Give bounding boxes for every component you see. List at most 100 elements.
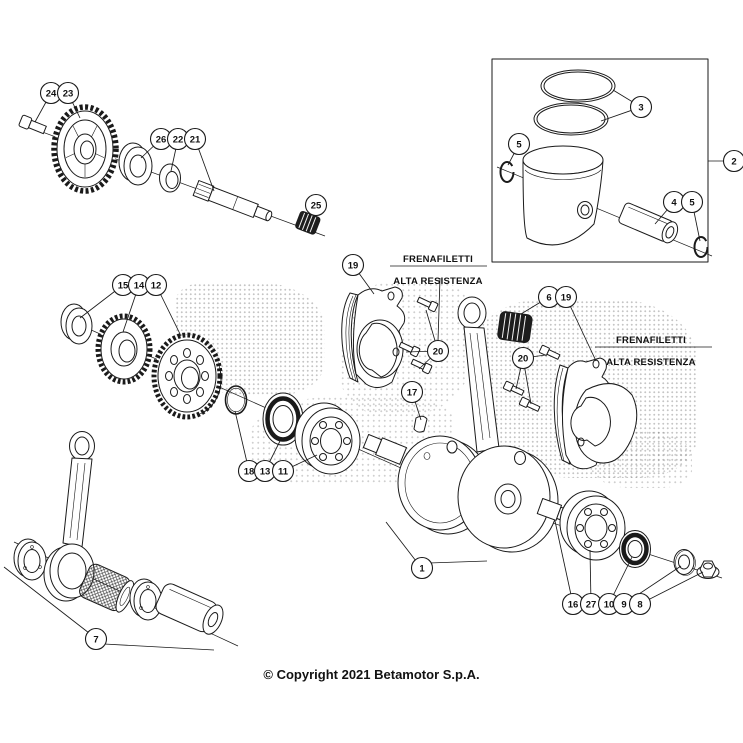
- bolt: [398, 341, 421, 358]
- bolt: [502, 380, 525, 396]
- main-bearing: [559, 490, 626, 561]
- callout-20: 20: [405, 309, 450, 370]
- callout-12: 12: [144, 273, 182, 337]
- callout-number: 6: [546, 292, 551, 303]
- callout-circle: [511, 346, 535, 370]
- callout-number: 22: [173, 134, 184, 145]
- callout-number: 27: [586, 599, 597, 610]
- callout-number: 8: [637, 599, 642, 610]
- callout-circle: [629, 95, 653, 119]
- copyright-text: © Copyright 2021 Betamotor S.p.A.: [263, 667, 480, 682]
- callout-circle: [628, 592, 652, 616]
- callout-circle: [410, 556, 434, 580]
- callout-number: 7: [93, 634, 98, 645]
- callout-19: 19: [554, 285, 597, 362]
- needle-bearing: [497, 311, 533, 344]
- note-line1: FRENAFILETTI: [403, 254, 473, 265]
- callout-5: 5: [507, 132, 531, 166]
- main-bearing: [294, 402, 361, 475]
- callout-circle: [56, 81, 80, 105]
- bearing: [118, 142, 153, 186]
- callout-23: 23: [56, 81, 81, 119]
- leader-line: [565, 296, 597, 362]
- callout-number: 9: [621, 599, 626, 610]
- balance-drive-assembly: [18, 104, 321, 235]
- callout-number: 18: [244, 466, 255, 477]
- callout-number: 17: [407, 387, 418, 398]
- circlip: [693, 236, 709, 258]
- leader-line: [3, 566, 90, 634]
- needle-cage: [79, 563, 135, 613]
- callout-number: 1: [419, 563, 425, 574]
- callout-19: 19: [341, 253, 375, 295]
- piston-kit: [491, 58, 709, 263]
- callout-circle: [722, 149, 743, 173]
- callout-3: 3: [600, 89, 653, 122]
- balance-shaft: [192, 180, 273, 222]
- callout-5: 5: [680, 190, 704, 242]
- primary-drive-gear: [51, 104, 119, 194]
- callout-number: 26: [156, 134, 167, 145]
- callout-number: 5: [516, 139, 522, 150]
- counterweight-right: [553, 357, 638, 470]
- callout-number: 10: [604, 599, 615, 610]
- callout-21: 21: [183, 127, 215, 192]
- callout-26: 26: [140, 127, 173, 159]
- connecting-rod: [43, 431, 95, 602]
- bolt: [416, 296, 439, 313]
- callout-circle: [554, 285, 578, 309]
- kit-frame-box: [491, 58, 709, 263]
- callout-number: 13: [260, 466, 271, 477]
- leader-line: [639, 571, 704, 605]
- callout-circle: [400, 380, 424, 404]
- callout-6: 6: [520, 285, 561, 315]
- piston-pin: [618, 202, 679, 244]
- callout-circle: [271, 459, 295, 483]
- callout-circle: [304, 193, 328, 217]
- callout-number: 2: [731, 156, 736, 167]
- spacer-ring: [159, 163, 181, 193]
- needle-bush: [295, 210, 321, 235]
- leader-line: [103, 643, 215, 651]
- callout-number: 19: [561, 292, 572, 303]
- callout-15: 15: [79, 273, 135, 319]
- piston-ring: [533, 102, 609, 136]
- callout-circle: [183, 127, 207, 151]
- piston-ring: [540, 69, 616, 103]
- callout-1: 1: [385, 521, 488, 580]
- callout-22: 22: [166, 127, 190, 172]
- callout-circle: [507, 132, 531, 156]
- callout-number: 14: [134, 280, 145, 291]
- callout-circle: [426, 339, 450, 363]
- callout-20: 20: [511, 346, 547, 405]
- leader-line: [554, 520, 574, 605]
- crankshaft: [362, 296, 580, 553]
- callout-number: 20: [518, 353, 529, 364]
- gear-train: [60, 303, 361, 475]
- callout-4: 4: [654, 190, 686, 225]
- oil-seal: [619, 530, 651, 568]
- primary-driven-gear: [151, 332, 223, 420]
- circlip: [499, 161, 515, 183]
- callout-number: 25: [311, 200, 322, 211]
- leader-line: [385, 521, 417, 562]
- woodruff-key: [413, 415, 428, 433]
- callout-number: 11: [278, 466, 289, 477]
- callout-number: 3: [638, 102, 643, 113]
- bolt: [518, 396, 541, 412]
- callout-24: 24: [34, 81, 63, 123]
- callout-circle: [84, 627, 108, 651]
- callout-number: 23: [63, 88, 74, 99]
- note-line2: ALTA RESISTENZA: [606, 357, 695, 368]
- oil-seal: [262, 392, 304, 446]
- callout-number: 20: [433, 346, 444, 357]
- counterweight-left: [341, 286, 406, 388]
- callout-number: 5: [689, 197, 695, 208]
- thrust-washer: [13, 538, 47, 581]
- callout-number: 12: [151, 280, 162, 291]
- callout-13: 13: [253, 440, 281, 483]
- leader-line: [437, 277, 441, 342]
